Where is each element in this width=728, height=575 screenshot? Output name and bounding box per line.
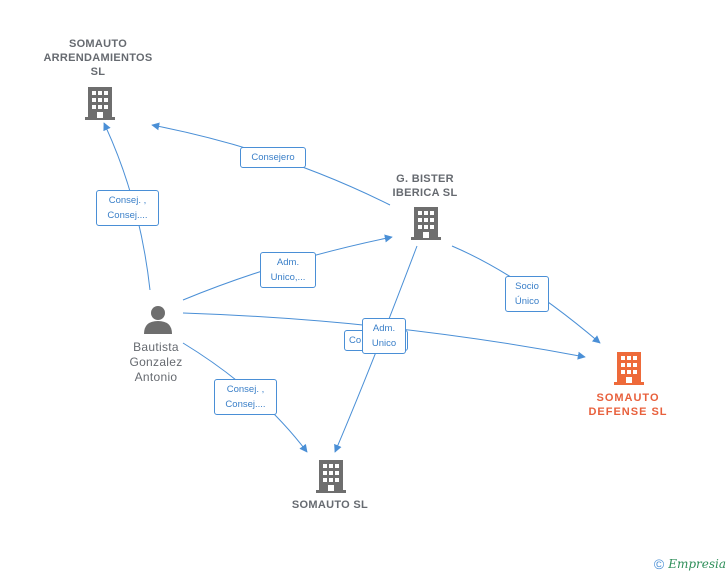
focus-building-icon[interactable] xyxy=(613,350,645,386)
node-label-somauto-sl[interactable]: SOMAUTO SL xyxy=(291,499,369,511)
edge-bister-somauto xyxy=(334,245,418,453)
building-icon[interactable] xyxy=(315,458,347,494)
edge-label-consej-arrend[interactable]: Consej. , Consej.... xyxy=(96,190,159,226)
edge-label-consejero[interactable]: Consejero xyxy=(240,147,306,168)
node-label-somauto-defense[interactable]: SOMAUTO DEFENSE SL xyxy=(588,392,668,418)
building-icon[interactable] xyxy=(410,205,442,241)
footer-watermark: © Empresia xyxy=(654,556,726,572)
building-icon[interactable] xyxy=(84,85,116,121)
copyright-symbol: © xyxy=(653,556,665,572)
node-label-person[interactable]: Bautista Gonzalez Antonio xyxy=(129,340,183,384)
edge-label-socio-unico[interactable]: Socio Único xyxy=(505,276,549,312)
node-label-somauto-arrendamientos[interactable]: SOMAUTO ARRENDAMIENTOS SL xyxy=(43,38,153,78)
edge-label-consej-somauto[interactable]: Consej. , Consej.... xyxy=(214,379,277,415)
brand-logo: Empresia xyxy=(668,557,726,571)
edge-label-adm-unico-bister[interactable]: Adm. Unico,... xyxy=(260,252,316,288)
edge-label-adm-unico-defense[interactable]: Adm. Unico xyxy=(362,318,406,354)
person-icon[interactable] xyxy=(143,304,173,334)
node-label-g-bister[interactable]: G. BISTER IBERICA SL xyxy=(392,173,458,199)
